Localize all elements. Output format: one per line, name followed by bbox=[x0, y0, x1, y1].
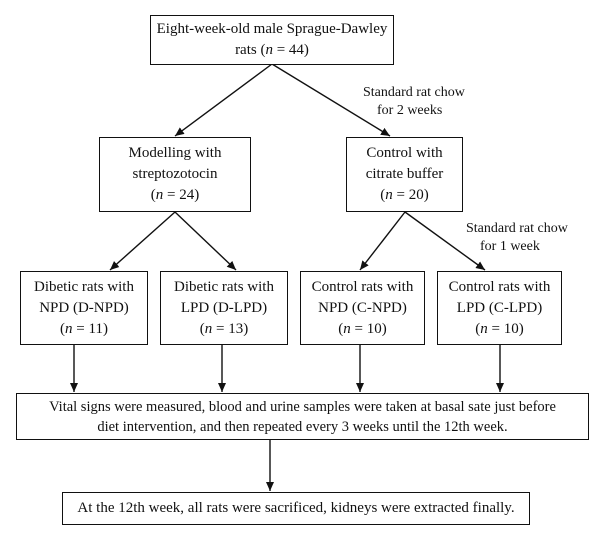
note-chow-1-week: Standard rat chow for 1 week bbox=[466, 221, 568, 254]
arrow-control-to-cnpd bbox=[359, 211, 406, 271]
arrow-modelling-to-dlpd bbox=[174, 211, 237, 271]
group-box-c-npd: Control rats with NPD (C-NPD) (n = 10) bbox=[300, 271, 425, 345]
control-box: Control with citrate buffer (n = 20) bbox=[346, 137, 463, 212]
group-box-c-lpd: Control rats with LPD (C-LPD) (n = 10) bbox=[437, 271, 562, 345]
modelling-box: Modelling with streptozotocin (n = 24) bbox=[99, 137, 251, 212]
final-box: At the 12th week, all rats were sacrific… bbox=[62, 492, 530, 525]
arrow-top-to-control bbox=[271, 63, 391, 137]
vitals-box: Vital signs were measured, blood and uri… bbox=[16, 393, 589, 440]
cohort-line2: rats (n = 44) bbox=[235, 42, 309, 58]
group-box-d-npd: Dibetic rats with NPD (D-NPD) (n = 11) bbox=[20, 271, 148, 345]
note-chow-2-weeks: Standard rat chow for 2 weeks bbox=[363, 85, 465, 118]
arrow-modelling-to-dnpd bbox=[109, 211, 176, 271]
group-box-d-lpd: Dibetic rats with LPD (D-LPD) (n = 13) bbox=[160, 271, 288, 345]
arrow-top-to-modelling bbox=[174, 63, 273, 137]
arrow-control-to-clpd bbox=[404, 211, 486, 271]
cohort-line1: Eight-week-old male Sprague-Dawley bbox=[156, 21, 388, 37]
cohort-box: Eight-week-old male Sprague-Dawley rats … bbox=[150, 15, 394, 65]
